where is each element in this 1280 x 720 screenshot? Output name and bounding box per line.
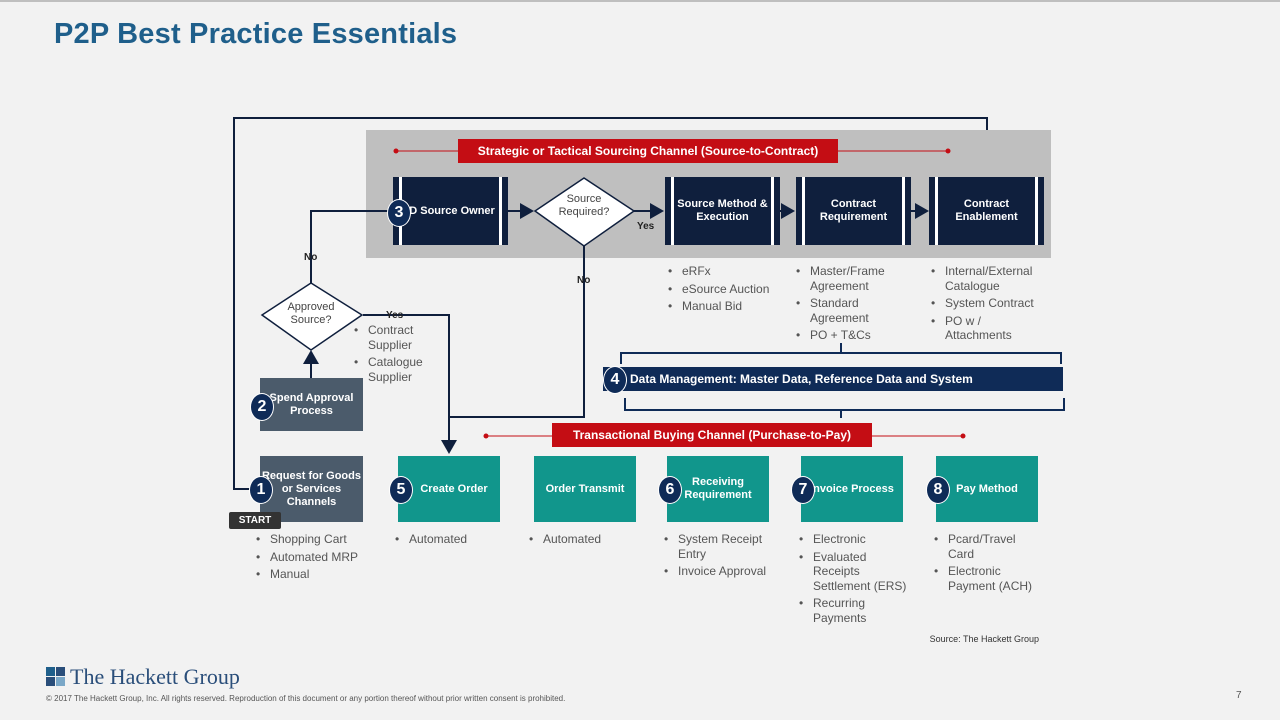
list-item: Catalogue Supplier — [354, 355, 444, 384]
list-item: eSource Auction — [668, 282, 788, 297]
pay-method-list: Pcard/Travel Card Electronic Payment (AC… — [934, 532, 1044, 596]
contract-enablement-list: Internal/External Catalogue System Contr… — [931, 264, 1041, 346]
list-item: Recurring Payments — [799, 596, 914, 625]
list-item: Contract Supplier — [354, 323, 444, 352]
list-item: Automated — [395, 532, 505, 547]
start-label: START — [229, 512, 281, 529]
copyright-notice: © 2017 The Hackett Group, Inc. All right… — [46, 694, 566, 703]
pay-method-box: Pay Method — [931, 456, 1043, 522]
hackett-logo: The Hackett Group — [46, 664, 240, 690]
order-transmit-list: Automated — [529, 532, 639, 550]
request-list: Shopping Cart Automated MRP Manual — [256, 532, 376, 585]
step-number-2: 2 — [250, 393, 274, 421]
contract-enablement-box: Contract Enablement — [929, 177, 1044, 245]
receiving-list: System Receipt Entry Invoice Approval — [664, 532, 774, 582]
page-number: 7 — [1236, 690, 1242, 701]
list-item: Automated — [529, 532, 639, 547]
step-number-1: 1 — [249, 476, 273, 504]
order-transmit-box: Order Transmit — [529, 456, 641, 522]
step-number-6: 6 — [658, 476, 682, 504]
source-method-list: eRFx eSource Auction Manual Bid — [668, 264, 788, 317]
list-item: Invoice Approval — [664, 564, 774, 579]
create-order-list: Automated — [395, 532, 505, 550]
source-required-label: Source Required? — [558, 193, 610, 218]
list-item: Shopping Cart — [256, 532, 376, 547]
source-required-diamond — [533, 177, 636, 247]
approved-source-list: Contract Supplier Catalogue Supplier — [354, 323, 444, 387]
source-note: Source: The Hackett Group — [929, 634, 1039, 644]
step-number-5: 5 — [389, 476, 413, 504]
list-item: Internal/External Catalogue — [931, 264, 1041, 293]
step-number-8: 8 — [926, 476, 950, 504]
list-item: Manual — [256, 567, 376, 582]
request-box: Request for Goods or Services Channels — [256, 456, 367, 522]
contract-requirement-list: Master/Frame Agreement Standard Agreemen… — [796, 264, 896, 346]
list-item: PO + T&Cs — [796, 328, 896, 343]
data-management-label: Data Management: Master Data, Reference … — [630, 372, 973, 386]
spend-approval-box: Spend Approval Process — [256, 378, 367, 431]
contract-requirement-box: Contract Requirement — [796, 177, 911, 245]
list-item: Evaluated Receipts Settlement (ERS) — [799, 550, 914, 594]
create-order-label: Create Order — [420, 482, 488, 495]
invoice-list: Electronic Evaluated Receipts Settlement… — [799, 532, 914, 628]
list-item: Pcard/Travel Card — [934, 532, 1044, 561]
source-method-box: Source Method & Execution — [665, 177, 780, 245]
source-required-no: No — [577, 275, 591, 286]
list-item: System Receipt Entry — [664, 532, 774, 561]
step-number-7: 7 — [791, 476, 815, 504]
list-item: Standard Agreement — [796, 296, 896, 325]
step-number-4: 4 — [603, 366, 627, 394]
approved-source-yes: Yes — [386, 310, 404, 321]
source-required-yes: Yes — [637, 221, 655, 232]
list-item: PO w / Attachments — [931, 314, 1041, 343]
data-management-bar: Data Management: Master Data, Reference … — [603, 367, 1063, 391]
sourcing-channel-banner: Strategic or Tactical Sourcing Channel (… — [458, 139, 838, 163]
top-border — [0, 0, 1280, 2]
list-item: System Contract — [931, 296, 1041, 311]
list-item: Automated MRP — [256, 550, 376, 565]
approved-source-label: Approved Source? — [287, 301, 335, 326]
list-item: Manual Bid — [668, 299, 788, 314]
transactional-channel-banner: Transactional Buying Channel (Purchase-t… — [552, 423, 872, 447]
hackett-logo-icon — [46, 667, 65, 686]
receiving-requirement-box: Receiving Requirement — [662, 456, 774, 522]
list-item: Electronic — [799, 532, 914, 547]
page-title: P2P Best Practice Essentials — [54, 18, 458, 50]
list-item: eRFx — [668, 264, 788, 279]
step-number-3: 3 — [387, 199, 411, 227]
list-item: Master/Frame Agreement — [796, 264, 896, 293]
approved-source-no: No — [304, 252, 318, 263]
list-item: Electronic Payment (ACH) — [934, 564, 1044, 593]
logo-text: The Hackett Group — [70, 664, 240, 689]
approved-source-diamond — [260, 282, 364, 351]
